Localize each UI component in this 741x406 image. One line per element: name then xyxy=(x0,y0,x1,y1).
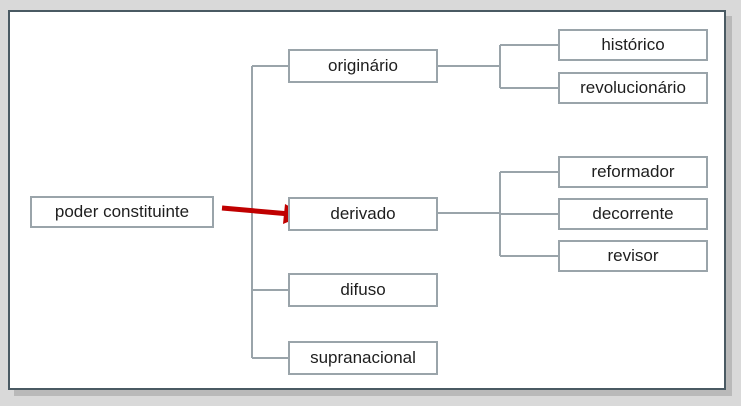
node-reformador: reformador xyxy=(558,156,708,188)
node-decorrente: decorrente xyxy=(558,198,708,230)
arrow-shaft xyxy=(221,205,291,217)
node-originario: originário xyxy=(288,49,438,83)
node-derivado: derivado xyxy=(288,197,438,231)
node-historico: histórico xyxy=(558,29,708,61)
node-supranacional: supranacional xyxy=(288,341,438,375)
node-poder-constituinte: poder constituinte xyxy=(30,196,214,228)
node-difuso: difuso xyxy=(288,273,438,307)
node-revisor: revisor xyxy=(558,240,708,272)
node-revolucionario: revolucionário xyxy=(558,72,708,104)
